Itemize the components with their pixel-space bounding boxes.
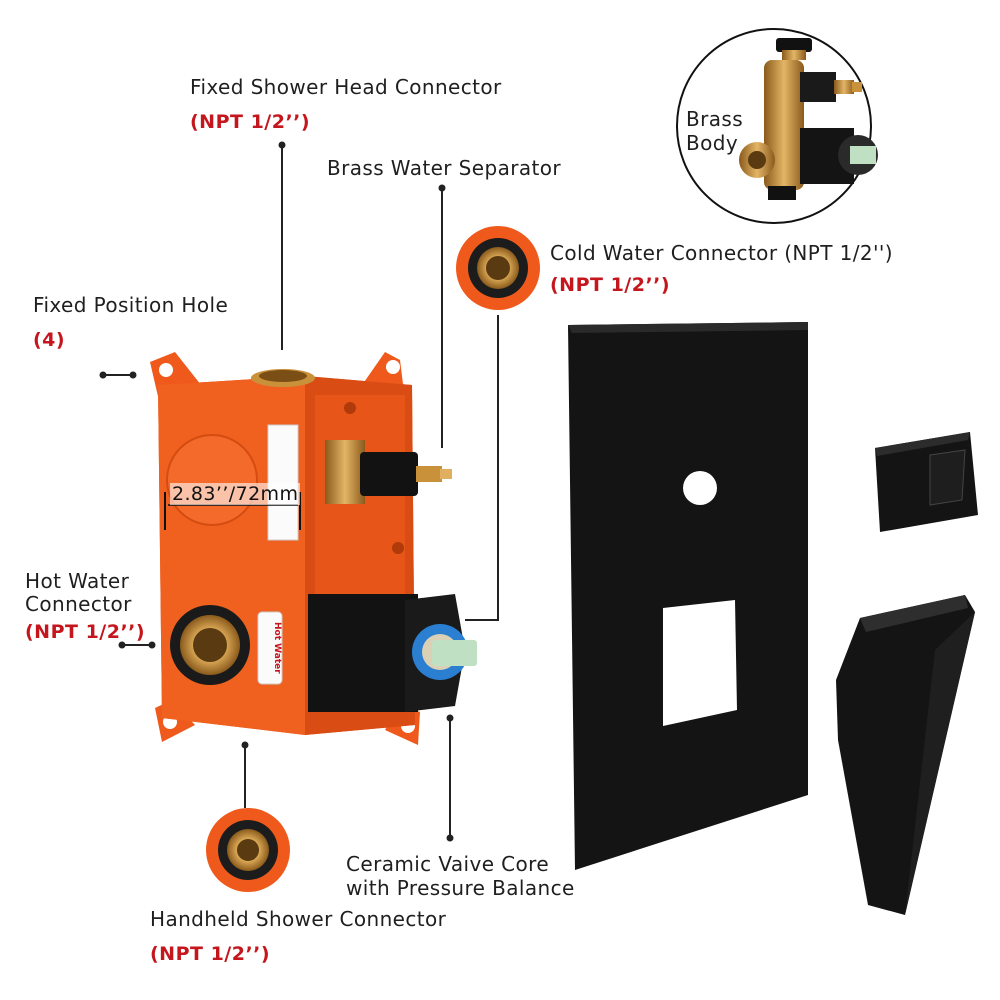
hot-water-sticker-text: Hot Water xyxy=(272,622,282,674)
cold-water-fitting-icon xyxy=(456,226,540,310)
cold-water-spec: (NPT 1/2’’) xyxy=(550,274,671,296)
hot-water-label: Hot Water Connector xyxy=(25,570,132,616)
lever-handle-illustration xyxy=(836,595,975,915)
brass-separator-label: Brass Water Separator xyxy=(327,156,562,180)
ceramic-core-label-line1: Ceramic Vaive Core xyxy=(346,852,550,876)
hot-water-spec: (NPT 1/2’’) xyxy=(25,621,146,643)
hot-water-label-line2: Connector xyxy=(25,592,132,616)
brass-body-inset xyxy=(676,28,878,224)
cold-water-label: Cold Water Connector (NPT 1/2'') xyxy=(550,241,893,265)
handheld-spec: (NPT 1/2’’) xyxy=(150,943,271,965)
brass-body-label-line2: Body xyxy=(686,131,739,155)
diverter-knob-illustration xyxy=(875,432,978,532)
valve-box-illustration xyxy=(150,352,477,745)
handheld-label: Handheld Shower Connector xyxy=(150,907,447,931)
hot-water-label-line1: Hot Water xyxy=(25,569,130,593)
ceramic-core-label-line2: with Pressure Balance xyxy=(346,876,575,900)
fixed-position-hole-label: Fixed Position Hole xyxy=(33,293,229,317)
trim-plate-illustration xyxy=(568,322,808,870)
dimension-label: 2.83’’/72mm xyxy=(170,483,301,505)
fixed-shower-head-label: Fixed Shower Head Connector xyxy=(190,75,502,99)
brass-body-label: Brass Body xyxy=(686,107,743,155)
fixed-shower-head-spec: (NPT 1/2’’) xyxy=(190,111,311,133)
brass-body-label-line1: Brass xyxy=(686,107,744,131)
leader-lines xyxy=(99,141,499,842)
handheld-fitting-icon xyxy=(206,808,290,892)
ceramic-core-label: Ceramic Vaive Core with Pressure Balance xyxy=(346,852,575,900)
fixed-position-hole-spec: (4) xyxy=(33,329,66,351)
